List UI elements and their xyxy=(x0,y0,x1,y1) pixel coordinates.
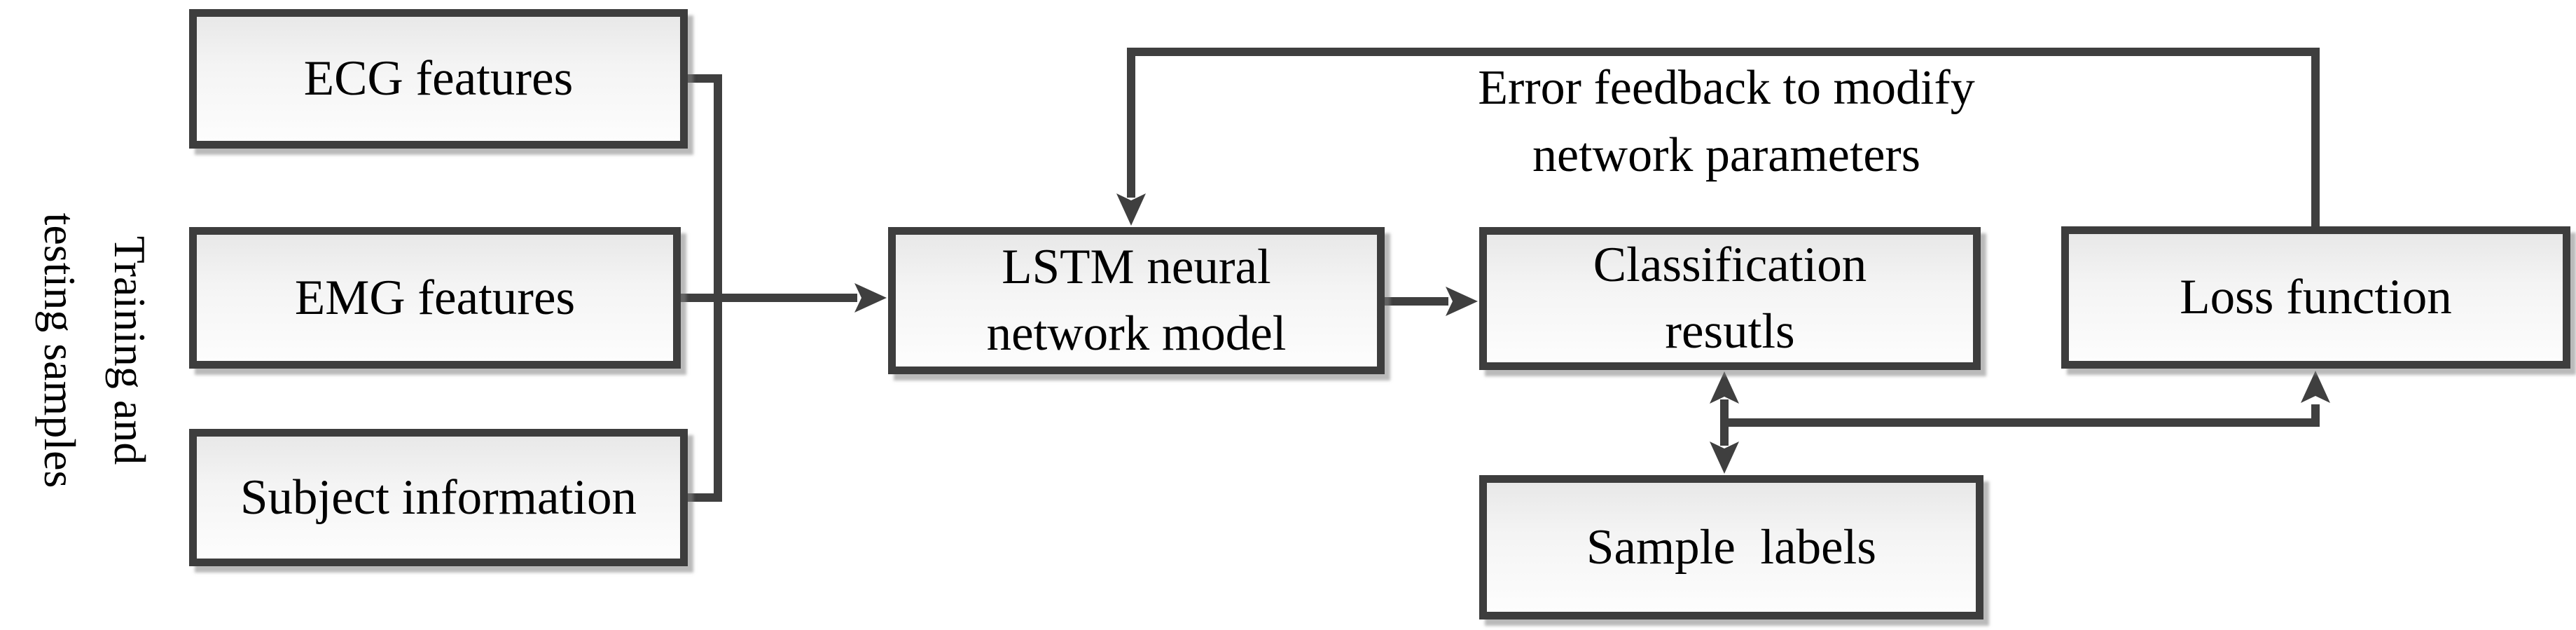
sample-labels-node: Sample labels xyxy=(1479,475,1983,619)
lstm-to-classification-arrowhead-icon xyxy=(1446,287,1478,316)
emg-features-label: EMG features xyxy=(294,270,576,325)
training-testing-samples-label: Training and testing samples xyxy=(25,154,165,547)
error-feedback-annotation: Error feedback to modify network paramet… xyxy=(1415,55,2038,189)
double-arrow-up-arrowhead-icon xyxy=(1710,371,1739,404)
error-feedback-annotation-line2: network parameters xyxy=(1532,128,1920,182)
side-label-line1: Training and xyxy=(105,235,155,465)
ecg-features-node: ECG features xyxy=(189,9,688,149)
classification-results-node: Classification resutls xyxy=(1479,227,1981,370)
subject-information-label: Subject information xyxy=(240,470,637,525)
side-label-line2: testing samples xyxy=(35,212,85,488)
ecg-features-label: ECG features xyxy=(303,51,574,106)
input-collector-connector xyxy=(685,74,722,502)
lstm-network-label-line1: LSTM neural xyxy=(1002,240,1271,294)
lstm-network-label-line2: network model xyxy=(986,306,1287,361)
double-arrow-down-arrowhead-icon xyxy=(1710,441,1739,474)
error-feedback-arrowhead-icon xyxy=(1116,193,1146,226)
lstm-network-node: LSTM neural network model xyxy=(888,227,1385,374)
comparison-to-loss-connector xyxy=(1724,404,2320,427)
loss-function-label: Loss function xyxy=(2180,270,2452,324)
loss-function-node: Loss function xyxy=(2061,226,2570,369)
sample-labels-label: Sample labels xyxy=(1586,519,1877,575)
error-feedback-annotation-line1: Error feedback to modify xyxy=(1478,61,1975,115)
emg-features-node: EMG features xyxy=(189,227,681,369)
classification-results-label-line2: resutls xyxy=(1665,304,1795,359)
error-feedback-connector xyxy=(1127,48,2320,228)
comparison-to-loss-arrowhead-icon xyxy=(2301,371,2330,403)
subject-information-node: Subject information xyxy=(189,429,688,566)
classification-results-label-line1: Classification xyxy=(1593,238,1867,292)
inputs-to-lstm-arrowhead-icon xyxy=(854,283,887,313)
